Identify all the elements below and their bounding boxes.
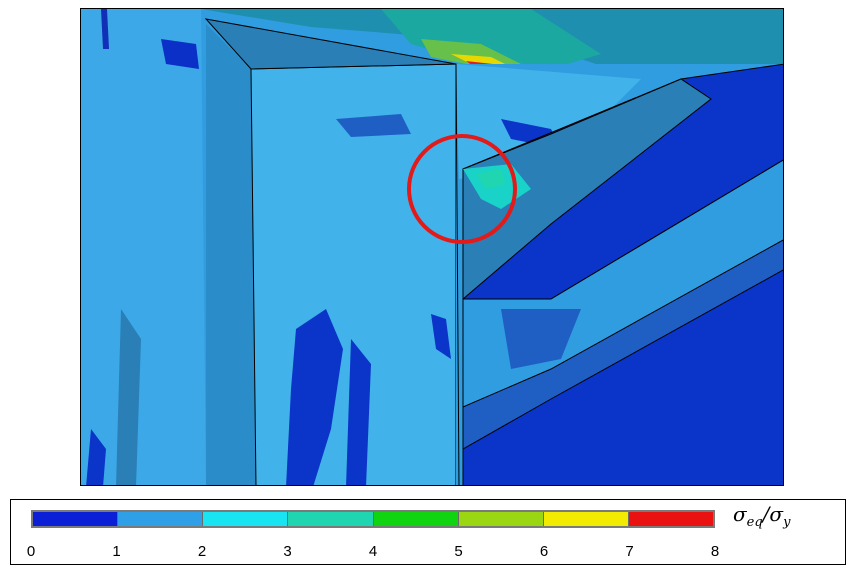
left-plate (81, 9, 206, 485)
scale-tick-label: 5 (454, 543, 463, 560)
left-blob-top (161, 39, 199, 69)
top-band (201, 9, 783, 79)
scale-tick-label: 2 (197, 543, 207, 560)
fea-model-render (81, 9, 783, 485)
color-legend: 0 1 2 3 4 5 6 7 8 σeq/σy (10, 499, 846, 565)
column-dark-streak-2 (346, 339, 371, 485)
top-teal-zone (381, 9, 601, 69)
legend-title-sub-eq: eq (746, 515, 763, 530)
column-shade (206, 24, 256, 485)
scale-segment (628, 512, 713, 526)
hotspot-green (476, 169, 506, 189)
scale-segment (458, 512, 544, 526)
highlight-circle (407, 134, 517, 244)
left-streak (101, 9, 109, 49)
scale-tick-label: 6 (539, 543, 549, 560)
legend-title-sigma: σ (733, 502, 747, 526)
scale-tick-label: 7 (625, 543, 634, 560)
scale-tick-label: 4 (368, 543, 378, 560)
mid-shade (501, 309, 581, 369)
scale-segment (288, 512, 374, 526)
column-mid-band (336, 114, 411, 137)
scale-segment (33, 512, 119, 526)
legend-title: σeq/σy (733, 502, 790, 530)
bottom-left-blob (86, 429, 106, 485)
column-top-bevel (204, 18, 457, 70)
right-upper-face (456, 64, 641, 179)
column-dark-blob (431, 314, 451, 359)
scale-tick-label: 1 (112, 543, 121, 560)
legend-title-sub-y: y (783, 515, 791, 530)
column-dark-streak-1 (286, 309, 343, 485)
scale-segment (203, 512, 289, 526)
color-scale-bar (31, 510, 715, 528)
left-shade-streak (116, 309, 141, 485)
legend-title-slash-sigma: /σ (762, 502, 784, 526)
scale-segment (373, 512, 459, 526)
scale-tick-label: 3 (283, 543, 292, 560)
scale-tick-label: 8 (710, 543, 720, 560)
stress-contour-view (80, 8, 784, 486)
scale-tick-label: 0 (26, 543, 36, 560)
scale-segment (118, 512, 204, 526)
scale-segment (543, 512, 629, 526)
